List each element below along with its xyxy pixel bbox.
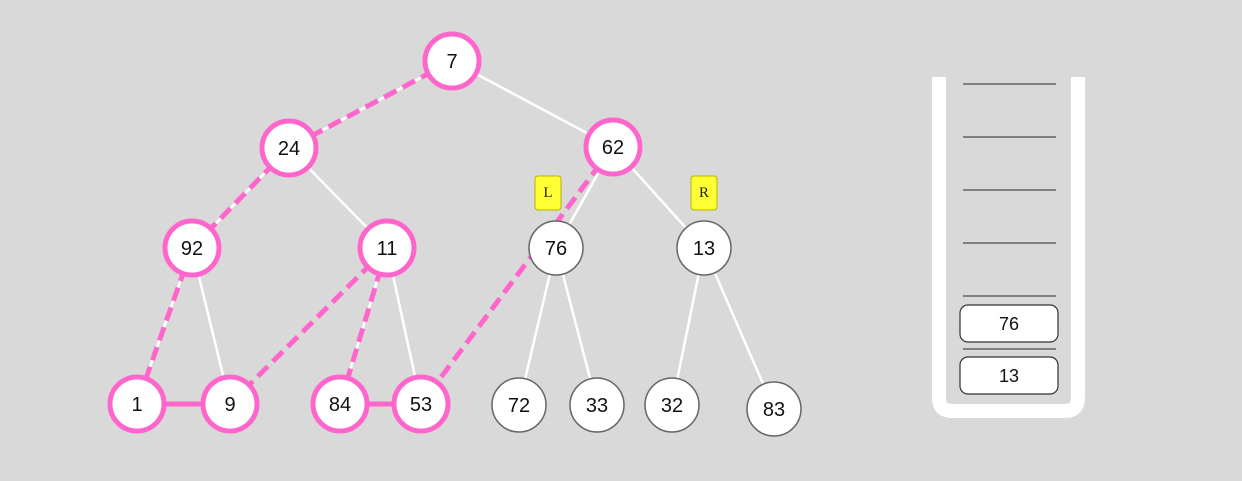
node-circle (107, 374, 167, 434)
stack-item-box (959, 304, 1059, 343)
tree-node-11[interactable]: 11 (357, 218, 417, 278)
tree-node-13[interactable]: 13 (676, 220, 732, 276)
tree-node-32[interactable]: 32 (644, 377, 700, 433)
node-label: 7 (446, 51, 457, 73)
node-circle (422, 31, 482, 91)
node-circle (644, 377, 700, 433)
tag-box (690, 175, 718, 211)
node-circle (528, 220, 584, 276)
node-circle (676, 220, 732, 276)
node-circle (569, 377, 625, 433)
tag-r-marker: R (690, 175, 718, 211)
tree-node-84[interactable]: 84 (310, 374, 370, 434)
node-circle (357, 218, 417, 278)
node-label: 13 (693, 238, 715, 260)
node-label: 76 (545, 238, 567, 260)
tree-node-33[interactable]: 33 (569, 377, 625, 433)
node-label: 72 (508, 395, 530, 417)
node-label: 83 (763, 399, 785, 421)
node-circle (491, 377, 547, 433)
dashed-link-62-53 (418, 145, 616, 406)
tree-edge-7-62 (451, 59, 614, 149)
dashed-link-7-24 (287, 58, 454, 151)
tree-node-72[interactable]: 72 (491, 377, 547, 433)
node-label: 92 (181, 238, 203, 260)
node-circle (162, 218, 222, 278)
node-circle (746, 381, 802, 437)
tag-box (534, 175, 562, 211)
node-label: 62 (602, 137, 624, 159)
tree-node-62[interactable]: 62 (583, 117, 643, 177)
node-circle (391, 374, 451, 434)
tree-node-24[interactable]: 24 (259, 118, 319, 178)
node-label: 24 (278, 138, 300, 160)
node-circle (200, 374, 260, 434)
stack-slots (963, 83, 1056, 350)
node-label: 9 (224, 394, 235, 416)
tree-node-53[interactable]: 53 (391, 374, 451, 434)
stack-item-label: 76 (999, 314, 1019, 334)
stack-items: 13 76 (959, 304, 1059, 395)
node-label: 11 (377, 238, 398, 260)
node-label: 33 (586, 395, 608, 417)
stack-container: 13 76 (932, 77, 1085, 418)
stack-outline (932, 77, 1085, 418)
tag-label: L (543, 185, 552, 201)
stack-item-13[interactable]: 13 (959, 356, 1059, 395)
stack-item-76[interactable]: 76 (959, 304, 1059, 343)
stack-item-box (959, 356, 1059, 395)
node-label: 1 (131, 394, 142, 416)
node-label: 84 (329, 394, 351, 416)
node-label: 53 (410, 394, 432, 416)
stack-item-label: 13 (999, 366, 1019, 386)
tree-node-1[interactable]: 1 (107, 374, 167, 434)
node-circle (583, 117, 643, 177)
node-circle (310, 374, 370, 434)
tag-l-marker: L (534, 175, 562, 211)
tree-node-92[interactable]: 92 (162, 218, 222, 278)
node-circle (259, 118, 319, 178)
tree-edge-13-83 (702, 247, 776, 410)
tree-node-76[interactable]: 76 (528, 220, 584, 276)
tree-node-9[interactable]: 9 (200, 374, 260, 434)
tag-label: R (699, 185, 709, 201)
tree-node-83[interactable]: 83 (746, 381, 802, 437)
dashed-link-11-9 (228, 246, 389, 406)
node-label: 32 (661, 395, 683, 417)
tree-node-7[interactable]: 7 (422, 31, 482, 91)
tree-nodes: 7 24 62 92 11 76 13 1 9 84 53 72 33 32 83 (107, 31, 802, 437)
